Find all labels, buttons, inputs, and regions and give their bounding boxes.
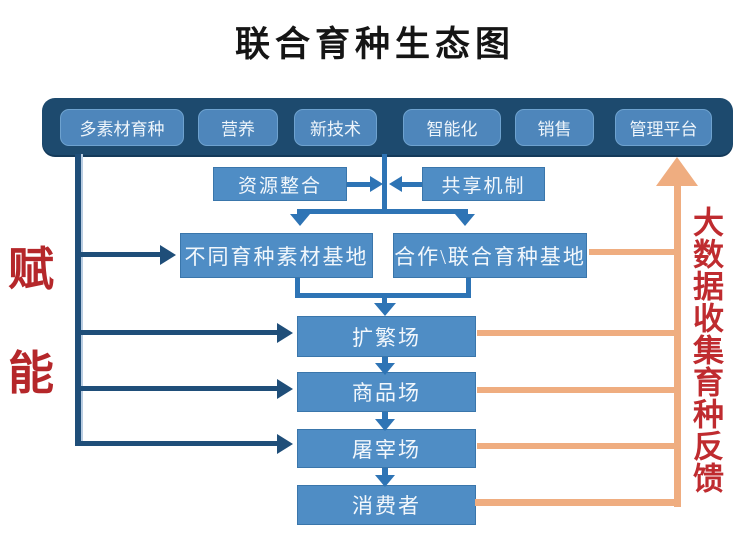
empower-caption-char-1: 赋 [8,243,54,295]
t-junction-line [297,209,468,214]
merge-stem-line [382,296,387,304]
center-stem-line [382,154,387,214]
elbow-merge-line [295,293,471,298]
joint-base-box: 合作\联合育种基地 [393,233,587,278]
elbow-left-line [295,278,300,295]
resource-arrowhead-icon [370,176,383,192]
topbar-item-multi-material-breeding: 多素材育种 [60,109,184,146]
commercial-farm-box: 商品场 [297,372,476,412]
elbow-right-line [466,278,471,295]
feedback-arrowhead-icon [656,157,698,186]
empower-arrow-2-head-icon [277,323,293,343]
empower-arrow-2-line [75,330,278,335]
t-left-arrowhead-icon [290,214,310,226]
consumer-box: 消费者 [297,485,476,525]
chain-arrow-2-head-icon [375,419,395,431]
chain-arrow-2-line [382,412,388,421]
feedback-line-slaughter [477,443,674,449]
empower-arrow-4-line [75,441,278,446]
chain-arrow-1-line [382,357,388,365]
topbar-item-new-technology: 新技术 [294,109,377,146]
resource-arrow-line [347,182,371,187]
empower-trunk-line [75,154,81,446]
sharing-arrow-line [402,182,422,187]
sharing-arrowhead-icon [389,176,402,192]
t-right-arrowhead-icon [455,214,475,226]
topbar-item-nutrition: 营养 [198,109,278,146]
sharing-mechanism-box: 共享机制 [422,167,545,201]
feedback-line-consumer [475,499,681,506]
multiplication-farm-box: 扩繁场 [297,316,476,357]
feedback-line-multiplication [477,330,674,336]
material-base-box: 不同育种素材基地 [180,233,373,278]
merge-arrowhead-icon [374,303,396,316]
chain-arrow-1-head-icon [375,363,395,375]
slaughterhouse-box: 屠宰场 [297,429,476,468]
topbar-item-management-platform: 管理平台 [615,109,712,146]
empower-arrow-1-head-icon [160,245,176,265]
feedback-caption: 大数据收集育种反馈 [688,206,723,494]
feedback-trunk-line [674,185,681,507]
empower-caption-char-2: 能 [8,347,54,399]
feedback-line-joint-base [589,249,674,255]
empower-arrow-1-line [75,252,161,257]
empower-arrow-3-line [75,386,278,391]
page-title: 联合育种生态图 [234,25,515,64]
topbar-item-sales: 销售 [515,109,594,146]
chain-arrow-3-head-icon [375,475,395,487]
feedback-line-commercial [477,387,674,393]
chain-arrow-3-line [382,468,388,477]
resource-integration-box: 资源整合 [213,167,347,201]
empower-arrow-4-head-icon [277,434,293,454]
empower-arrow-3-head-icon [277,379,293,399]
topbar-item-intelligence: 智能化 [403,109,501,146]
top-bar: 多素材育种 营养 新技术 智能化 销售 管理平台 [42,98,733,155]
